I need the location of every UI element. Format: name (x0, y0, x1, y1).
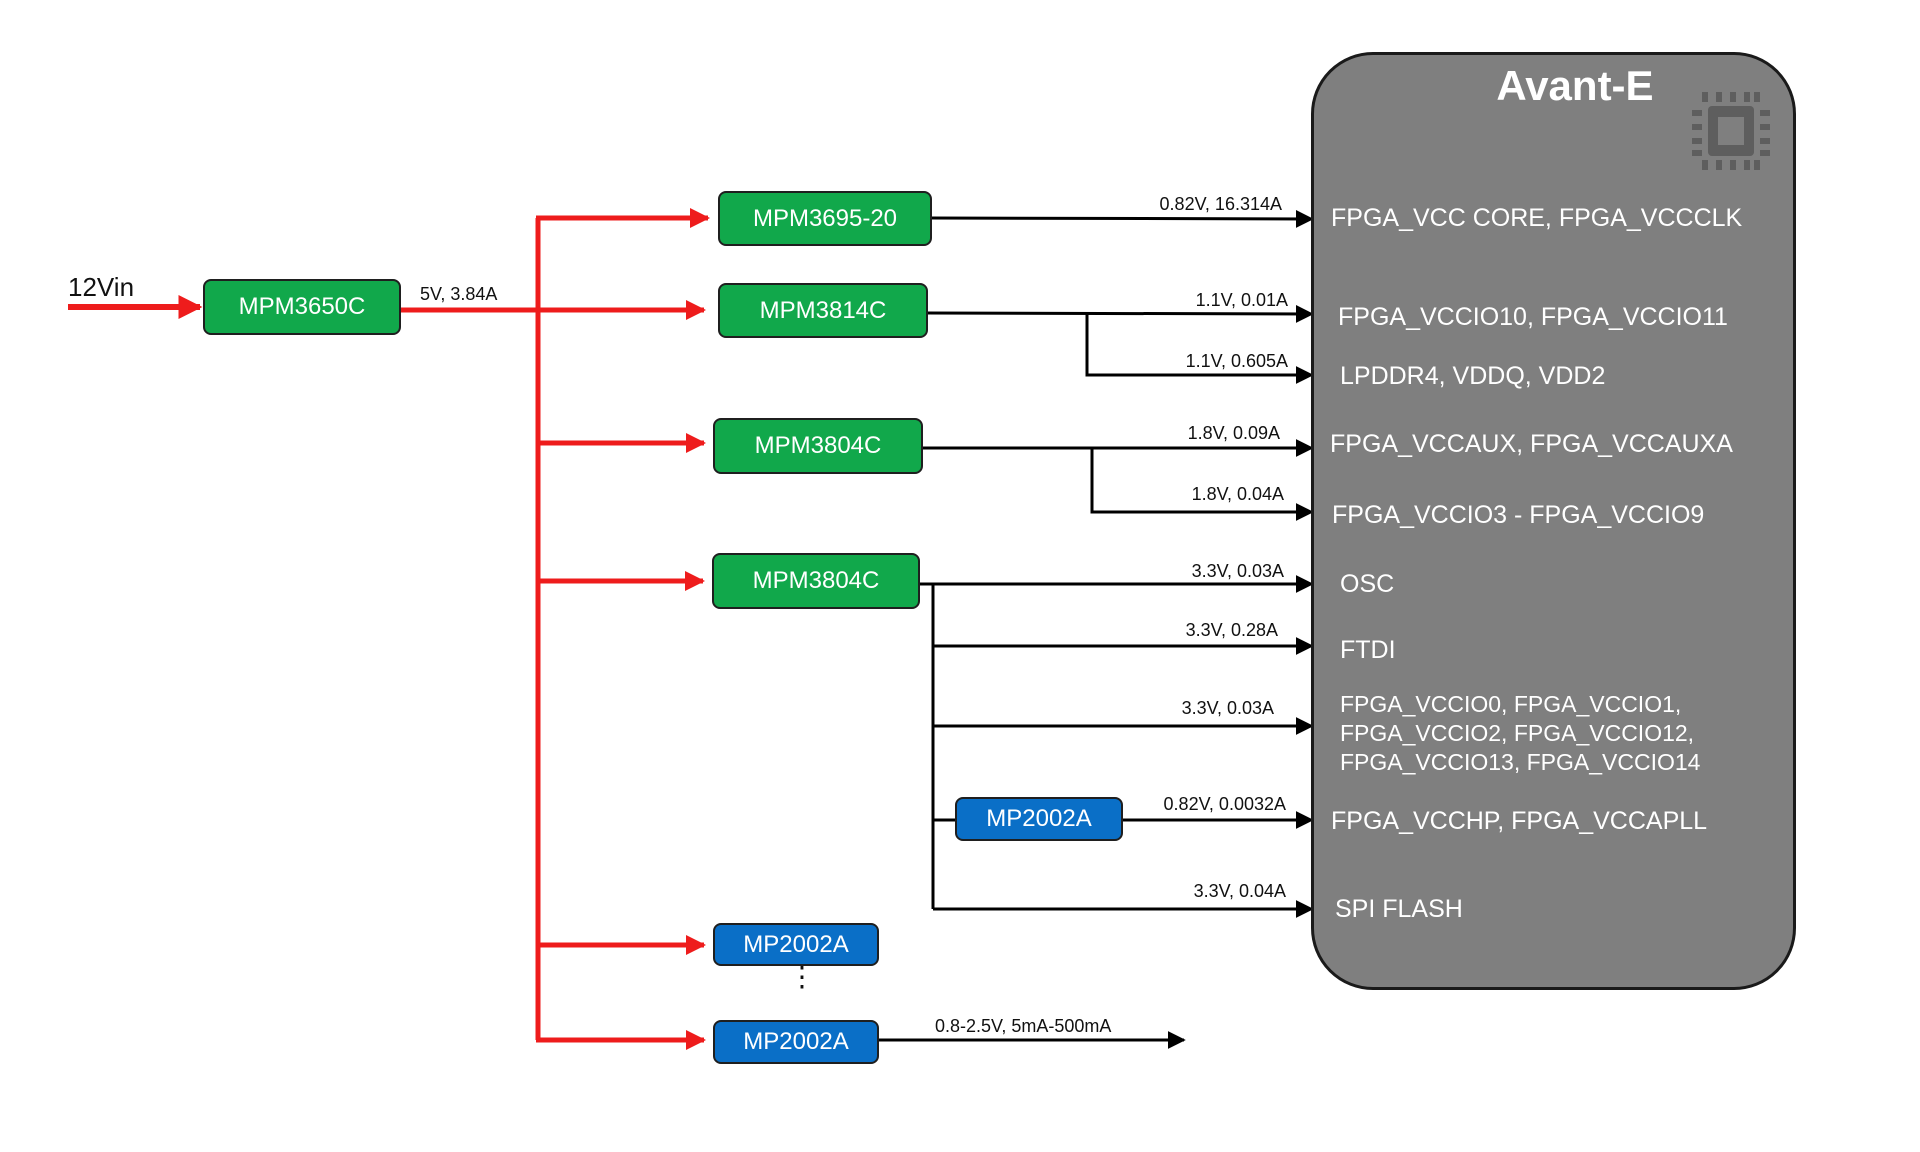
rail-spec-vccio0-14: 3.3V, 0.03A (1181, 698, 1274, 718)
rail-line-vccio3-9 (1090, 448, 1314, 521)
regulator-mp2002a-vcchp: MP2002A (955, 797, 1123, 841)
rail-line-lpddr4 (1085, 313, 1314, 384)
rail-target-ftdi: FTDI (1340, 636, 1396, 664)
rail-target-vcchp: FPGA_VCCHP, FPGA_VCCAPLL (1331, 807, 1708, 835)
regulator-mpm3695-20: MPM3695-20 (718, 191, 932, 246)
regulator-mp2002a-spare-2: MP2002A (713, 1020, 879, 1064)
regulator-mp2002a-spare-1: MP2002A (713, 923, 879, 966)
chip-icon (1692, 92, 1770, 170)
rail-target-vccio0-14-line-2: FPGA_VCCIO2, FPGA_VCCIO12, (1340, 720, 1695, 746)
rail-target-vcc-core: FPGA_VCC CORE, FPGA_VCCCLK (1331, 204, 1743, 232)
rail-spec-vcc-core: 0.82V, 16.314A (1159, 194, 1282, 214)
rail-line-vccio10 (925, 304, 1314, 323)
rail-spec-osc: 3.3V, 0.03A (1191, 561, 1284, 581)
rail-spec-lpddr4: 1.1V, 0.605A (1185, 351, 1288, 371)
rail-target-vccio10: FPGA_VCCIO10, FPGA_VCCIO11 (1338, 303, 1728, 331)
fpga-block (1311, 52, 1796, 990)
ellipsis-vertical: ⋮ (788, 961, 816, 992)
rail-spec-vccio3-9: 1.8V, 0.04A (1191, 484, 1284, 504)
input-label: 12Vin (68, 272, 135, 302)
rail-spec-spi-flash: 3.3V, 0.04A (1193, 881, 1286, 901)
rail-target-spi-flash: SPI FLASH (1335, 895, 1463, 923)
main-regulator-output-label: 5V, 3.84A (420, 284, 498, 304)
rail-spec-vcchp: 0.82V, 0.0032A (1163, 794, 1286, 814)
rail-line-vcc-core (929, 209, 1314, 228)
rail-spec-ftdi: 3.3V, 0.28A (1185, 620, 1278, 640)
rail-target-vccio0-14-line-3: FPGA_VCCIO13, FPGA_VCCIO14 (1340, 749, 1701, 775)
rail-target-vccio3-9: FPGA_VCCIO3 - FPGA_VCCIO9 (1332, 501, 1705, 529)
main-regulator-mpm3650c: MPM3650C (203, 279, 401, 335)
rail-target-vccaux: FPGA_VCCAUX, FPGA_VCCAUXA (1330, 430, 1733, 458)
rail-target-lpddr4: LPDDR4, VDDQ, VDD2 (1340, 362, 1606, 390)
regulator-mpm3804c-3v3: MPM3804C (712, 553, 920, 609)
extra-output-spec: 0.8-2.5V, 5mA-500mA (935, 1016, 1112, 1036)
rail-target-osc: OSC (1340, 570, 1395, 598)
regulator-mpm3814c: MPM3814C (718, 283, 928, 338)
rail-spec-vccio10: 1.1V, 0.01A (1195, 290, 1288, 310)
regulator-mpm3804c-1v8: MPM3804C (713, 418, 923, 474)
rail-target-vccio0-14: FPGA_VCCIO0, FPGA_VCCIO1, FPGA_VCCIO2, F… (1340, 690, 1700, 777)
rail-target-vccio0-14-line-1: FPGA_VCCIO0, FPGA_VCCIO1, (1340, 691, 1682, 717)
fpga-title: Avant-E (1496, 62, 1654, 109)
rail-spec-vccaux: 1.8V, 0.09A (1187, 423, 1280, 443)
